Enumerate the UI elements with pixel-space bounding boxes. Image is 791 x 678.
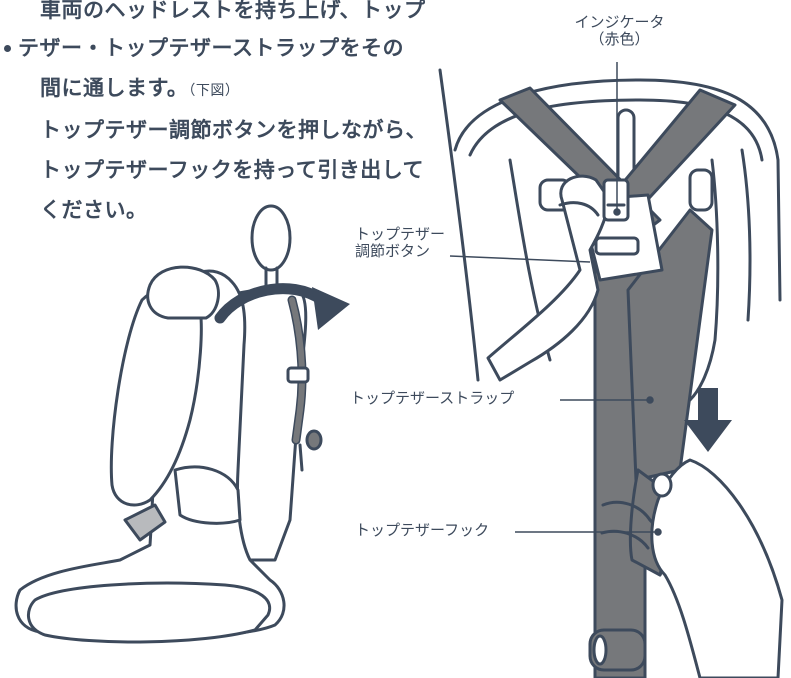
label-adjust-button: トップテザー 調節ボタン	[353, 225, 448, 260]
label-indicator: インジケータ （赤色）	[560, 14, 679, 47]
vehicle-headrest	[250, 204, 292, 272]
instruction-line-5: トップテザーフックを持って引き出して	[40, 158, 425, 182]
label-hook: トップテザーフック	[353, 521, 492, 539]
leader-lines	[449, 62, 662, 536]
label-strap: トップテザーストラップ	[348, 389, 517, 407]
instruction-line-2: テザー・トップテザーストラップをその	[18, 36, 404, 60]
label-indicator-line2: （赤色）	[589, 29, 650, 48]
instruction-line-3: 間に通します。（下図）	[40, 78, 239, 99]
instruction-line-4: トップテザー調節ボタンを押しながら、	[40, 118, 427, 142]
label-adjust-button-line1: トップテザー	[355, 225, 446, 243]
car-seat-drawing	[14, 204, 323, 644]
instruction-line-3-main: 間に通します。	[40, 76, 189, 100]
routing-arrow	[214, 283, 350, 330]
child-seat-headrest	[146, 265, 220, 320]
label-adjust-button-line2: 調節ボタン	[355, 241, 431, 260]
bullet-marker	[4, 45, 11, 52]
closeup-drawing	[438, 68, 784, 678]
label-indicator-line1: インジケータ	[574, 13, 665, 31]
child-seat-base	[26, 581, 272, 644]
instruction-line-1: 車両のヘッドレストを持ち上げ、トップ	[40, 0, 426, 22]
instruction-line-3-note: （下図）	[188, 83, 240, 99]
instruction-line-6: ください。	[40, 198, 148, 222]
